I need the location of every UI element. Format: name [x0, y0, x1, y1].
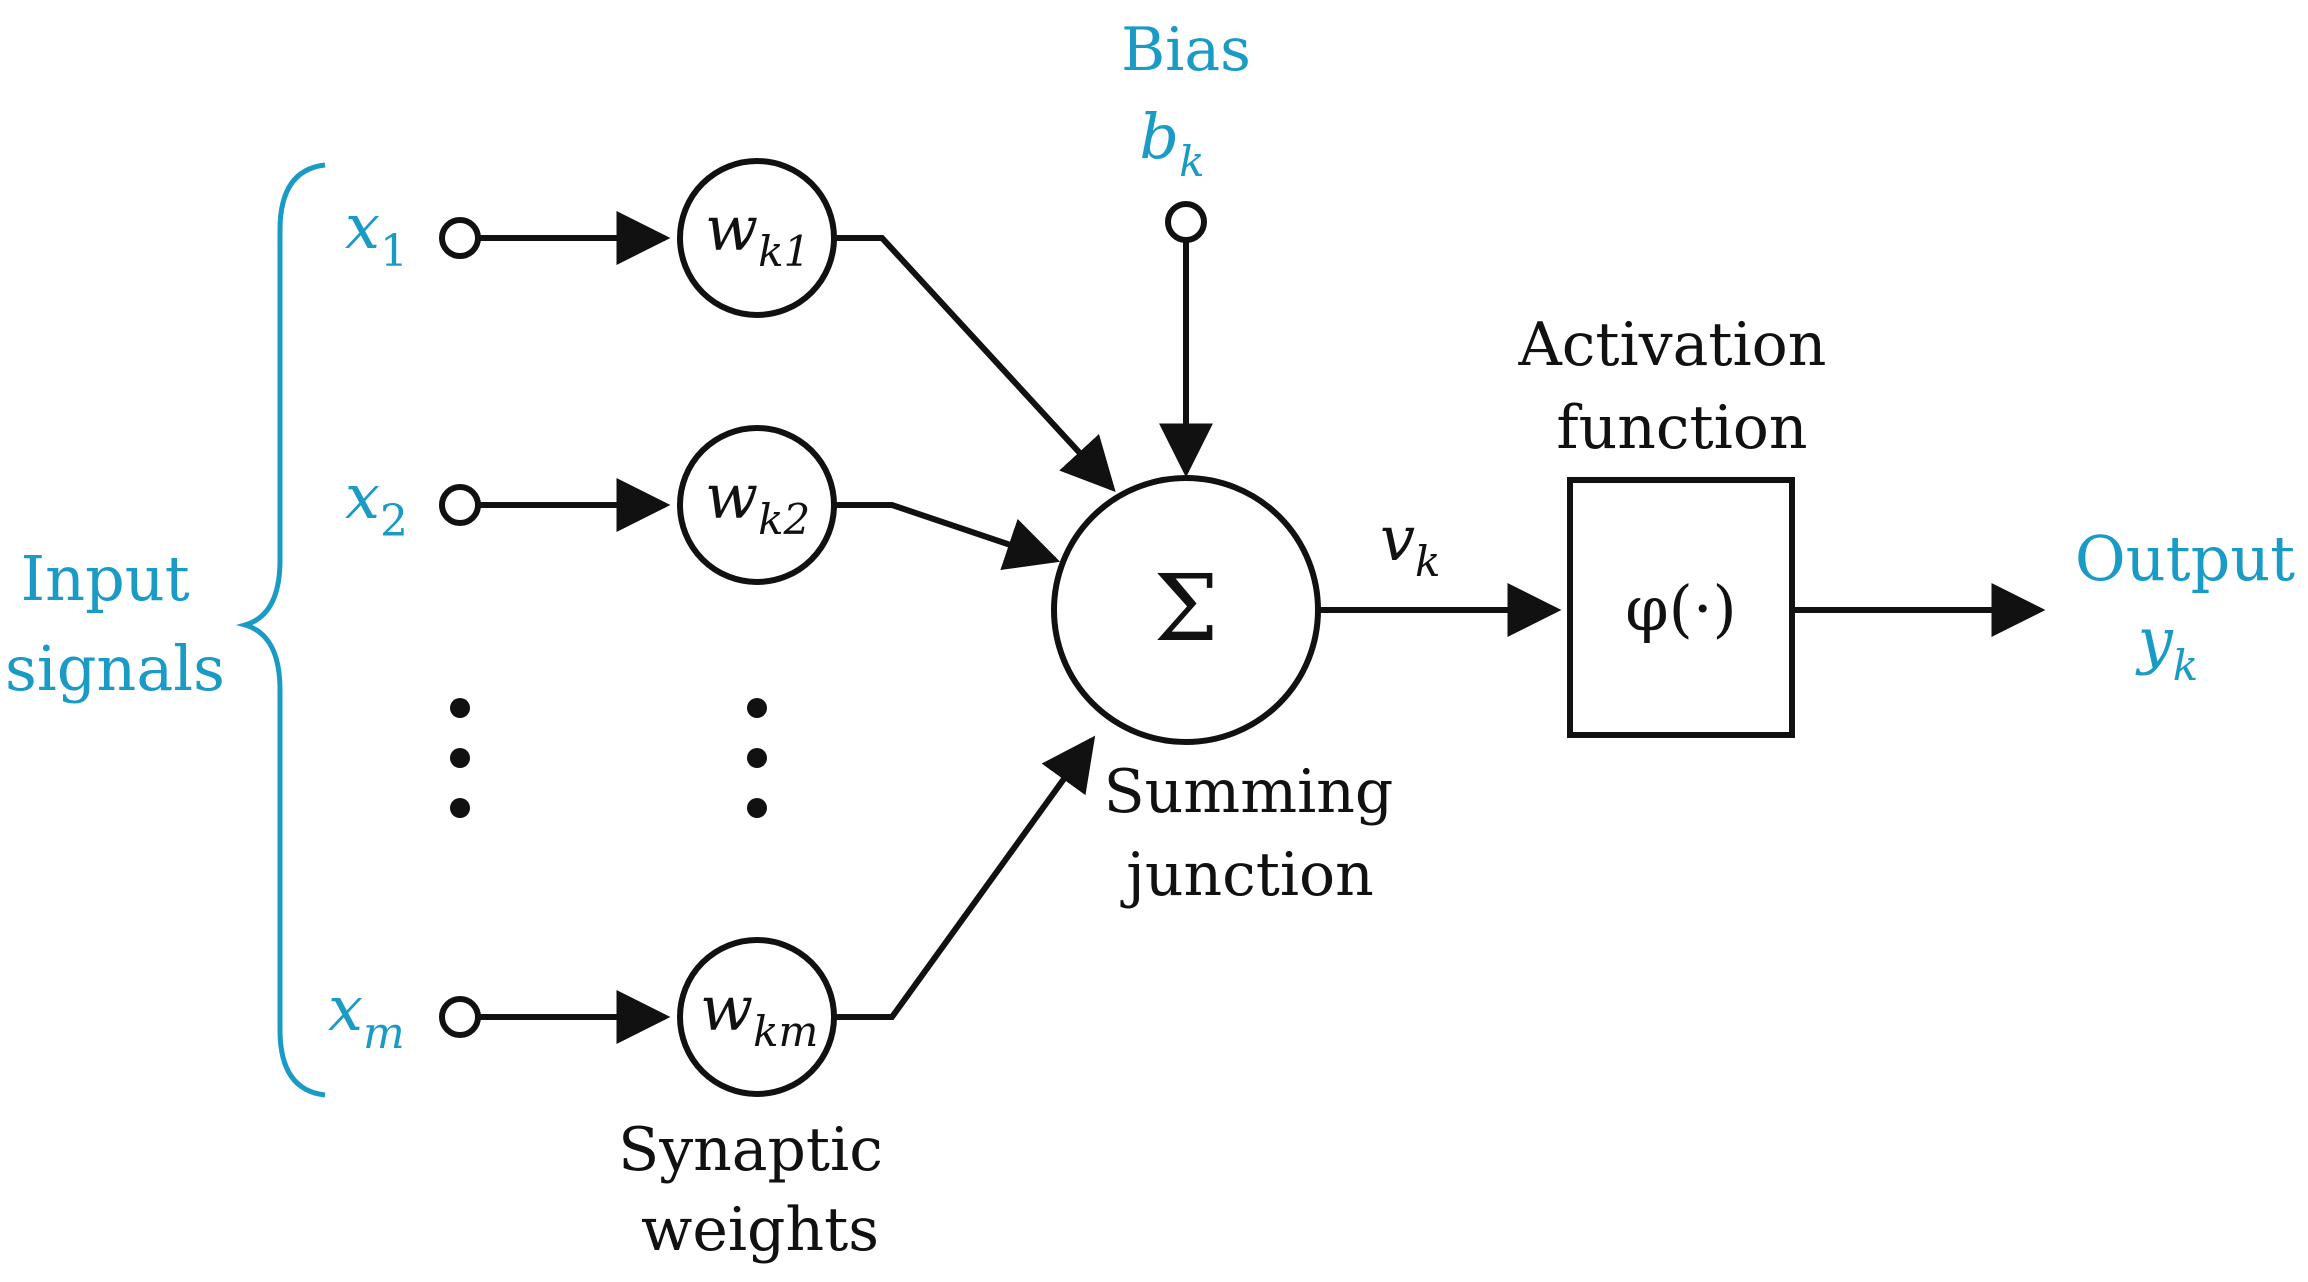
weight-ellipsis	[747, 698, 767, 818]
output-title: Output	[2075, 522, 2295, 595]
input-signals-line2: signals	[5, 632, 225, 705]
bias-symbol-base: b	[1139, 100, 1179, 173]
x2-label: x2	[345, 460, 408, 547]
activation-function-label: Activation function	[1517, 310, 1845, 463]
weight-ellipsis-dot	[747, 798, 767, 818]
wm-sub: km	[753, 1007, 818, 1056]
input-ellipsis-dot	[450, 748, 470, 768]
summing-line1: Summing	[1104, 757, 1394, 827]
x1-label: x1	[345, 190, 408, 277]
xm-base: x	[328, 972, 363, 1045]
wm-base: w	[700, 972, 753, 1045]
w1-base: w	[705, 192, 758, 265]
w1-to-sum-arrow	[834, 235, 1116, 492]
x2-sub: 2	[380, 496, 408, 547]
synaptic-line2: weights	[641, 1195, 879, 1265]
input-signals-line1: Input	[21, 542, 190, 615]
synaptic-line1: Synaptic	[618, 1115, 883, 1185]
input-signals-label: Input signals	[5, 542, 225, 705]
w2-base: w	[705, 460, 758, 533]
input-ellipsis-dot	[450, 798, 470, 818]
vk-base: v	[1380, 502, 1415, 575]
activation-line2: function	[1556, 393, 1807, 463]
x2-base: x	[345, 460, 380, 533]
w2-label: wk2	[705, 460, 810, 544]
weight-ellipsis-dot	[747, 748, 767, 768]
w1-label: wk1	[705, 192, 810, 276]
summing-line2: junction	[1120, 840, 1374, 910]
bias-title: Bias	[1121, 15, 1251, 85]
weight-ellipsis-dot	[747, 698, 767, 718]
output-symbol-base: y	[2135, 604, 2174, 677]
xm-sub: m	[363, 1008, 405, 1059]
activation-function-box	[1567, 477, 1795, 738]
summing-junction-label: Summing junction	[1104, 757, 1413, 910]
phi-symbol: φ(·)	[1625, 572, 1737, 645]
xm-label: xm	[328, 972, 405, 1059]
x1-sub: 1	[380, 226, 408, 277]
w1-sub: k1	[758, 227, 810, 276]
synaptic-weights-label: Synaptic weights	[618, 1115, 902, 1265]
vk-sub: k	[1415, 537, 1440, 586]
vk-label: vk	[1380, 502, 1440, 586]
input-ellipsis-dot	[450, 698, 470, 718]
x1-base: x	[345, 190, 380, 263]
input-ellipsis	[450, 698, 470, 818]
sum-symbol: Σ	[1153, 555, 1218, 662]
activation-line1: Activation	[1517, 310, 1826, 380]
xm-node	[439, 996, 481, 1038]
bias-symbol-sub: k	[1179, 137, 1204, 186]
x2-node	[439, 484, 481, 526]
wm-to-sum-arrow	[834, 735, 1096, 1020]
output-symbol: yk	[2135, 604, 2198, 690]
w2-sub: k2	[758, 495, 810, 544]
bias-node	[1165, 201, 1207, 243]
bias-symbol: bk	[1139, 100, 1204, 186]
input-brace	[235, 162, 326, 1098]
w2-to-sum-arrow	[834, 502, 1061, 571]
output-symbol-sub: k	[2173, 641, 2198, 690]
wm-label: wkm	[700, 972, 818, 1056]
x1-node	[439, 217, 481, 259]
